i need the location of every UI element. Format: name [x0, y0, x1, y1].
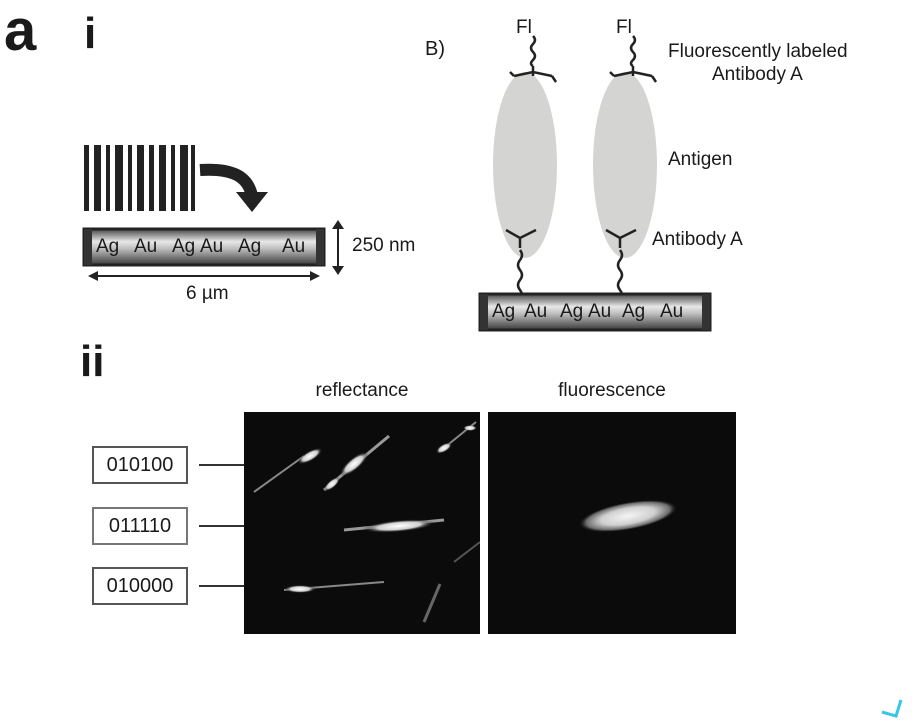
labeled-antibody-2	[610, 36, 656, 82]
wire-left-seg-1: Ag	[96, 237, 119, 258]
fl-label-1: Fl	[516, 18, 532, 39]
fl-label-2: Fl	[616, 18, 632, 39]
antigen-ellipse-2	[593, 72, 657, 258]
fluor-label-line2: Antibody A	[712, 65, 803, 86]
wire-right-seg-5: Ag	[622, 302, 645, 323]
wire-left-seg-2: Au	[134, 237, 157, 258]
antigen-label: Antigen	[668, 150, 732, 171]
fluorescence-title: fluorescence	[488, 380, 736, 402]
length-dimension-arrow	[88, 271, 320, 281]
code-box-1: 010100	[92, 446, 188, 484]
labeled-antibody-1	[510, 36, 556, 82]
height-label: 250 nm	[352, 236, 415, 257]
code-box-2: 011110	[92, 507, 188, 545]
wire-left-seg-5: Ag	[238, 237, 261, 258]
antigen-ellipse-1	[493, 72, 557, 258]
fluorescence-image	[488, 412, 736, 634]
curved-arrow-icon	[200, 170, 268, 212]
wire-right-seg-3: Ag	[560, 302, 583, 323]
wire-right-seg-1: Ag	[492, 302, 515, 323]
wire-left-seg-6: Au	[282, 237, 305, 258]
corner-check-icon	[882, 700, 901, 716]
wire-left-seg-3: Ag	[172, 237, 195, 258]
fluor-label-line1: Fluorescently labeled	[668, 42, 848, 63]
wire-right-seg-2: Au	[524, 302, 547, 323]
barcode-icon	[84, 145, 195, 211]
height-dimension-arrow	[332, 220, 344, 275]
reflectance-image	[244, 412, 480, 634]
reflectance-title: reflectance	[244, 380, 480, 402]
code-box-3: 010000	[92, 567, 188, 605]
antibody-label: Antibody A	[652, 230, 743, 251]
wire-left-seg-4: Au	[200, 237, 223, 258]
wire-right-seg-4: Au	[588, 302, 611, 323]
wire-right-seg-6: Au	[660, 302, 683, 323]
length-label: 6 µm	[186, 284, 229, 305]
